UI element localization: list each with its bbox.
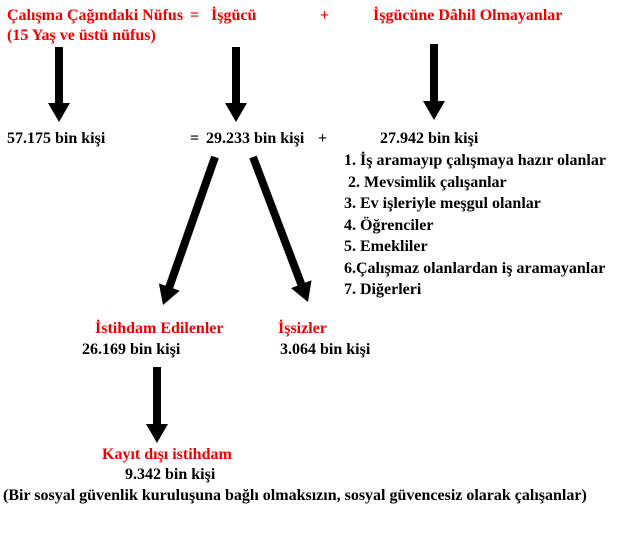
informal-employment-label: Kayıt dışı istihdam: [102, 446, 232, 463]
reason-item: 7. Diğerleri: [344, 281, 422, 298]
population-label: Çalışma Çağındaki Nüfus: [7, 7, 184, 24]
not-in-labor-reasons-list: 1. İş aramayıp çalışmaya hazır olanlar 2…: [344, 150, 606, 301]
unemployed-label: İşsizler: [278, 320, 327, 337]
informal-employment-note: (Bir sosyal güvenlik kuruluşuna bağlı ol…: [3, 487, 587, 504]
arrow-down-population: [48, 47, 70, 122]
unemployed-value: 3.064 bin kişi: [280, 341, 371, 358]
reason-item: 6.Çalışmaz olanlardan iş aramayanlar: [344, 259, 606, 277]
population-value: 57.175 bin kişi: [7, 130, 106, 147]
employed-value: 26.169 bin kişi: [82, 341, 181, 358]
not-in-labor-label: İşgücüne Dâhil Olmayanlar: [373, 7, 563, 24]
equals-sign-values: =: [190, 130, 200, 147]
reason-item: 2. Mevsimlik çalışanlar: [344, 173, 507, 191]
arrow-diagonal-employed: [158, 155, 219, 305]
informal-employment-value: 9.342 bin kişi: [125, 466, 216, 483]
arrow-down-informal: [146, 367, 168, 443]
not-in-labor-value: 27.942 bin kişi: [380, 130, 479, 147]
reason-item: 3. Ev işleriyle meşgul olanlar: [344, 195, 541, 212]
reason-item: 5. Emekliler: [344, 238, 428, 255]
employed-label: İstihdam Edilenler: [95, 320, 224, 337]
population-note: (15 Yaş ve üstü nüfus): [7, 27, 156, 44]
plus-sign-top: +: [320, 7, 330, 24]
labor-force-value: 29.233 bin kişi: [206, 130, 305, 147]
equals-sign-top: =: [190, 7, 200, 24]
arrow-diagonal-unemployed: [249, 155, 312, 302]
reason-item: 1. İş aramayıp çalışmaya hazır olanlar: [344, 152, 606, 169]
arrow-down-not-in-labor: [423, 44, 445, 120]
labor-force-label: İşgücü: [211, 7, 257, 24]
reason-item: 4. Öğrenciler: [344, 216, 434, 234]
arrow-down-labor-force: [225, 47, 247, 122]
plus-sign-values: +: [318, 130, 328, 147]
